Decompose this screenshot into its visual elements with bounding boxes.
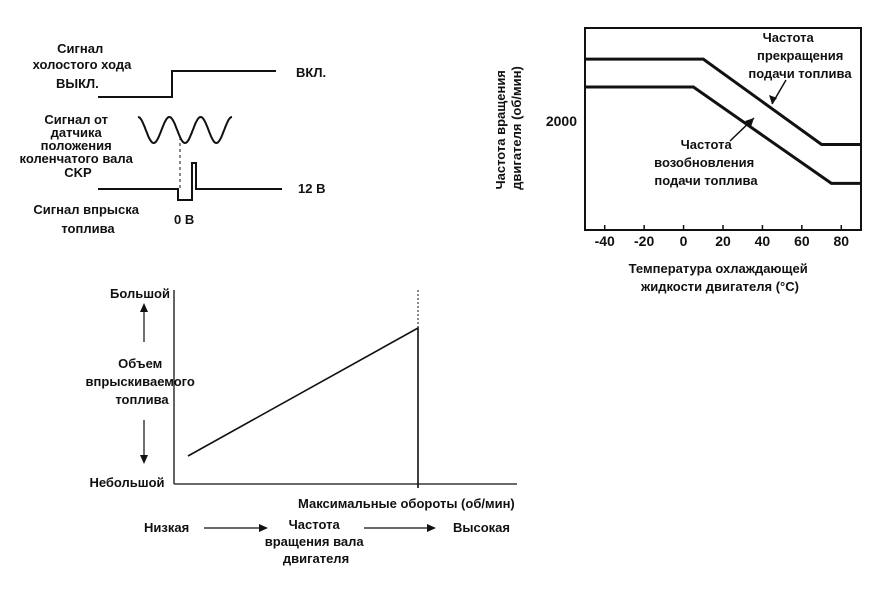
fuel-cut-label: Частота прекращения подачи топлива bbox=[748, 30, 852, 81]
ckp-signal-label: Сигнал от датчика положения коленчатого … bbox=[20, 112, 137, 180]
idle-signal-trace bbox=[98, 70, 276, 98]
volume-down-arrowhead bbox=[140, 455, 148, 464]
x-tick-label: 40 bbox=[755, 233, 771, 249]
x-tick-group: -40 -20 0 20 40 60 80 bbox=[595, 225, 849, 249]
timing-diagram: Сигнал холостого хода ВЫКЛ. ВКЛ. Сигнал … bbox=[20, 41, 327, 236]
idle-off-label: ВЫКЛ. bbox=[56, 76, 99, 91]
volume-small-label: Небольшой bbox=[89, 475, 164, 490]
x-tick-label: 0 bbox=[680, 233, 688, 249]
x-tick-label: 80 bbox=[833, 233, 849, 249]
speed-arrow-left-head bbox=[259, 524, 268, 532]
volume-up-arrowhead bbox=[140, 303, 148, 312]
fuel-cut-chart: -40 -20 0 20 40 60 80 2000 Частота вращения дв… bbox=[493, 27, 862, 294]
x-tick-label: -20 bbox=[634, 233, 654, 249]
idle-on-label: ВКЛ. bbox=[296, 65, 326, 80]
fuel-resume-label: Частота возобновления подачи топлива bbox=[654, 137, 758, 188]
injection-volume-line bbox=[187, 326, 419, 488]
series-line-2 bbox=[585, 85, 861, 185]
voltage-12v-label: 12 В bbox=[298, 181, 325, 196]
temperature-axis-label: Температура охлаждающей жидкости двигате… bbox=[629, 261, 812, 294]
volume-big-label: Большой bbox=[110, 286, 170, 301]
y-tick-group: 2000 bbox=[546, 113, 577, 129]
voltage-0v-label: 0 В bbox=[174, 212, 194, 227]
injection-volume-chart: Большой Небольшой Объем впрыскиваемого т… bbox=[86, 286, 517, 566]
idle-signal-label: Сигнал холостого хода bbox=[33, 41, 132, 72]
rpm-axis-label: Частота вращения двигателя (об/мин) bbox=[493, 66, 524, 190]
injection-signal-trace bbox=[98, 162, 282, 201]
speed-low-label: Низкая bbox=[144, 520, 189, 535]
x-tick-label: 60 bbox=[794, 233, 810, 249]
speed-high-label: Высокая bbox=[453, 520, 510, 535]
fuel-resume-arrowhead bbox=[745, 118, 754, 127]
y-tick-label: 2000 bbox=[546, 113, 577, 129]
fuel-cut-arrowhead bbox=[769, 95, 777, 104]
speed-arrow-right-head bbox=[427, 524, 436, 532]
chart-series-group bbox=[585, 57, 861, 185]
x-tick-label: -40 bbox=[595, 233, 615, 249]
series-line-1 bbox=[585, 57, 861, 146]
engine-speed-axis-label: Частота вращения вала двигателя bbox=[265, 517, 368, 566]
max-rpm-label: Максимальные обороты (об/мин) bbox=[298, 496, 515, 511]
volume-axis-label: Объем впрыскиваемого топлива bbox=[86, 356, 199, 407]
x-tick-label: 20 bbox=[715, 233, 731, 249]
injection-signal-label: Сигнал впрыска топлива bbox=[33, 202, 142, 236]
ckp-waveform bbox=[137, 115, 233, 145]
